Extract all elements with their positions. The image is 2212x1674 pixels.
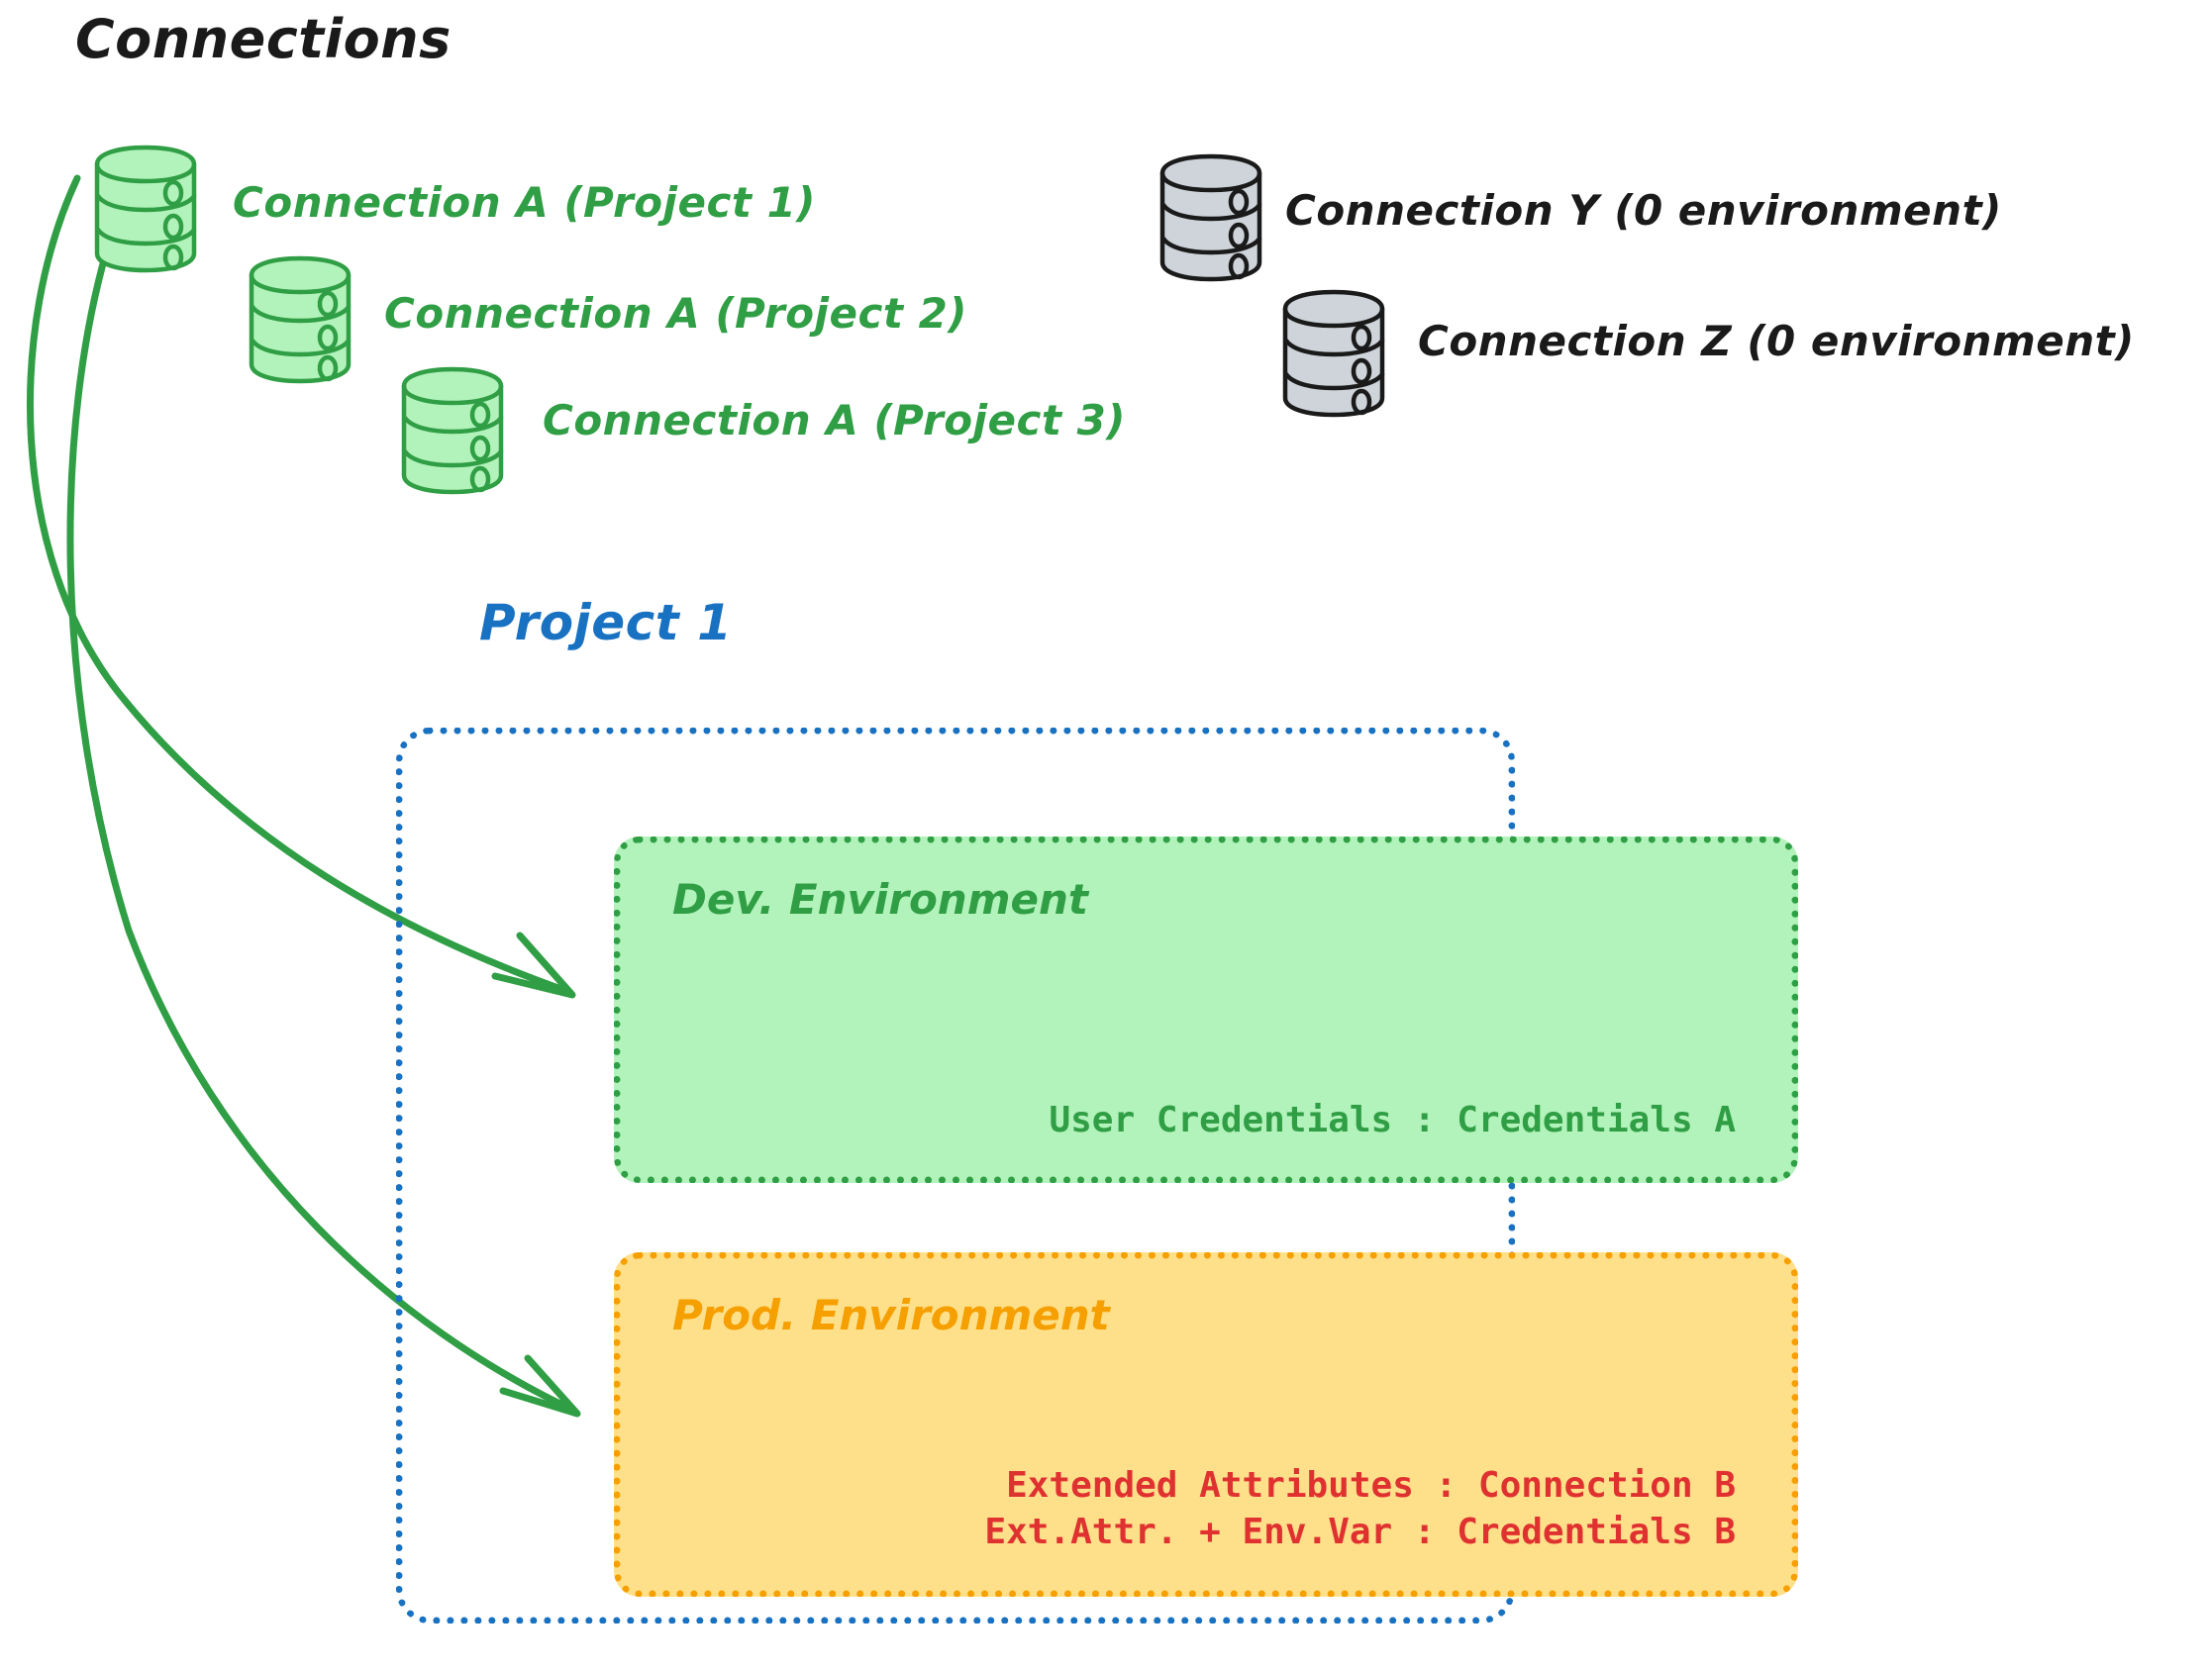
project-container: Dev. Environment User Credentials : Cred… — [396, 728, 1798, 1624]
connection-label-2: Connection A (Project 3) — [543, 396, 1126, 444]
connection-label-3: Connection Y (0 environment) — [1285, 186, 2002, 235]
database-icon-connection-y — [1156, 153, 1265, 282]
environment-lines-dev: User Credentials : Credentials A — [1049, 1097, 1736, 1144]
environment-lines-prod: Extended Attributes : Connection B Ext.A… — [984, 1462, 1736, 1556]
page-title: Connections — [75, 8, 452, 70]
environment-line-dev-0: User Credentials : Credentials A — [1049, 1100, 1736, 1141]
connection-label-0: Connection A (Project 1) — [233, 178, 816, 227]
database-icon-connection-a-project-2 — [246, 255, 354, 384]
environment-title-dev: Dev. Environment — [672, 875, 1088, 924]
environment-title-prod: Prod. Environment — [672, 1291, 1110, 1339]
database-icon-connection-z — [1279, 289, 1388, 418]
environment-line-prod-1: Ext.Attr. + Env.Var : Credentials B — [984, 1512, 1736, 1553]
environment-line-prod-0: Extended Attributes : Connection B — [1006, 1464, 1736, 1506]
database-icon-connection-a-project-1 — [91, 145, 200, 273]
environment-box-dev: Dev. Environment User Credentials : Cred… — [614, 837, 1798, 1183]
environment-box-prod: Prod. Environment Extended Attributes : … — [614, 1252, 1798, 1597]
connection-label-4: Connection Z (0 environment) — [1418, 317, 2135, 365]
database-icon-connection-a-project-3 — [398, 366, 507, 495]
connection-label-1: Connection A (Project 2) — [384, 289, 967, 338]
project-title: Project 1 — [479, 594, 733, 651]
